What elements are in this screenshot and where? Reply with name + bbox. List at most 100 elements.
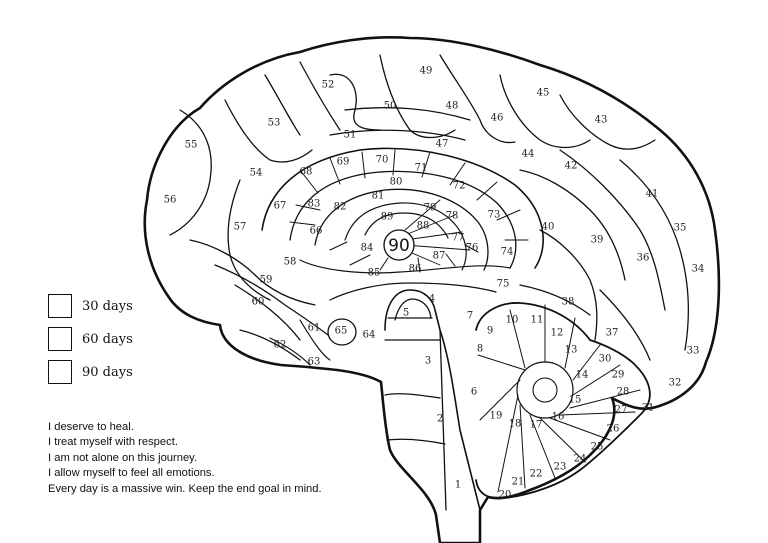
region-number-23: 23 <box>554 462 567 473</box>
center-number-90: 90 <box>388 236 410 256</box>
region-number-9: 9 <box>487 326 493 337</box>
legend-row-30-days[interactable]: 30 days <box>48 293 188 319</box>
region-number-80: 80 <box>390 177 403 188</box>
region-number-56: 56 <box>164 195 177 206</box>
region-number-18: 18 <box>509 419 522 430</box>
checkbox-90-days[interactable] <box>48 360 72 384</box>
region-number-69: 69 <box>337 157 350 168</box>
region-number-54: 54 <box>250 168 263 179</box>
affirmations-list: I deserve to heal. I treat myself with r… <box>48 420 428 497</box>
region-number-83: 83 <box>308 199 321 210</box>
region-number-57: 57 <box>234 222 247 233</box>
region-number-11: 11 <box>531 315 544 326</box>
region-number-33: 33 <box>687 346 700 357</box>
region-number-17: 17 <box>530 420 543 431</box>
region-number-49: 49 <box>420 66 433 77</box>
region-number-6: 6 <box>471 387 477 398</box>
affirmation-line: I deserve to heal. <box>48 421 134 433</box>
region-number-75: 75 <box>497 279 510 290</box>
region-number-39: 39 <box>591 235 604 246</box>
center-number-group: 90 <box>384 230 414 260</box>
region-number-42: 42 <box>565 161 578 172</box>
region-number-67: 67 <box>274 201 287 212</box>
region-number-53: 53 <box>268 118 281 129</box>
region-number-70: 70 <box>376 155 389 166</box>
region-number-3: 3 <box>425 356 431 367</box>
region-number-63: 63 <box>308 357 321 368</box>
region-number-71: 71 <box>415 163 428 174</box>
region-number-21: 21 <box>512 477 525 488</box>
checkbox-60-days[interactable] <box>48 327 72 351</box>
region-number-25: 25 <box>591 442 604 453</box>
region-number-7: 7 <box>467 311 473 322</box>
region-number-79: 79 <box>424 203 437 214</box>
region-number-28: 28 <box>617 387 630 398</box>
region-number-26: 26 <box>607 424 620 435</box>
region-number-37: 37 <box>606 328 619 339</box>
legend-row-60-days[interactable]: 60 days <box>48 326 188 352</box>
region-number-84: 84 <box>361 243 374 254</box>
legend-label: 30 days <box>82 298 133 314</box>
region-number-30: 30 <box>599 354 612 365</box>
region-number-35: 35 <box>674 223 687 234</box>
region-number-87: 87 <box>433 251 446 262</box>
region-number-24: 24 <box>574 454 587 465</box>
region-number-1: 1 <box>455 480 461 491</box>
region-number-5: 5 <box>403 308 409 319</box>
region-number-19: 19 <box>490 411 503 422</box>
legend-label: 90 days <box>82 364 133 380</box>
region-number-81: 81 <box>372 191 385 202</box>
region-number-4: 4 <box>429 294 435 305</box>
affirmation-line: I allow myself to feel all emotions. <box>48 467 215 480</box>
region-number-20: 20 <box>499 490 512 501</box>
affirmation-line: Every day is a massive win. Keep the end… <box>48 482 322 495</box>
region-number-16: 16 <box>552 412 565 423</box>
region-number-12: 12 <box>551 328 564 339</box>
region-number-52: 52 <box>322 80 335 91</box>
region-number-77: 77 <box>452 233 465 244</box>
region-number-36: 36 <box>637 253 650 264</box>
region-number-61: 61 <box>308 323 321 334</box>
region-number-50: 50 <box>384 101 397 112</box>
legend-label: 60 days <box>82 331 133 347</box>
region-number-88: 88 <box>417 221 430 232</box>
region-number-44: 44 <box>522 149 535 160</box>
region-number-14: 14 <box>576 370 589 381</box>
region-number-65: 65 <box>335 326 348 337</box>
checkbox-30-days[interactable] <box>48 294 72 318</box>
region-number-74: 74 <box>501 247 514 258</box>
region-number-82: 82 <box>334 202 347 213</box>
cerebellum-outline <box>476 303 650 498</box>
region-number-59: 59 <box>260 275 273 286</box>
region-number-8: 8 <box>477 344 483 355</box>
region-number-34: 34 <box>692 264 705 275</box>
region-number-86: 86 <box>409 264 422 275</box>
region-number-32: 32 <box>669 378 682 389</box>
region-number-38: 38 <box>562 297 575 308</box>
region-number-64: 64 <box>363 330 376 341</box>
region-number-15: 15 <box>569 395 582 406</box>
progress-legend: 30 days 60 days 90 days <box>48 293 188 392</box>
region-number-48: 48 <box>446 101 459 112</box>
region-number-72: 72 <box>453 181 466 192</box>
brainstem-outline <box>385 290 480 510</box>
region-number-58: 58 <box>284 257 297 268</box>
region-number-10: 10 <box>506 315 519 326</box>
region-number-55: 55 <box>185 140 198 151</box>
region-number-85: 85 <box>368 268 381 279</box>
region-number-68: 68 <box>300 167 313 178</box>
region-number-66: 66 <box>310 226 323 237</box>
region-number-43: 43 <box>595 115 608 126</box>
region-number-27: 27 <box>615 405 628 416</box>
region-number-73: 73 <box>488 210 501 221</box>
affirmation-line: I treat myself with respect. <box>48 436 178 449</box>
region-number-46: 46 <box>491 113 504 124</box>
region-number-41: 41 <box>646 189 659 200</box>
region-number-51: 51 <box>344 130 357 141</box>
legend-row-90-days[interactable]: 90 days <box>48 359 188 385</box>
region-number-78: 78 <box>446 211 459 222</box>
region-number-76: 76 <box>466 243 479 254</box>
brain-outline <box>145 37 719 543</box>
